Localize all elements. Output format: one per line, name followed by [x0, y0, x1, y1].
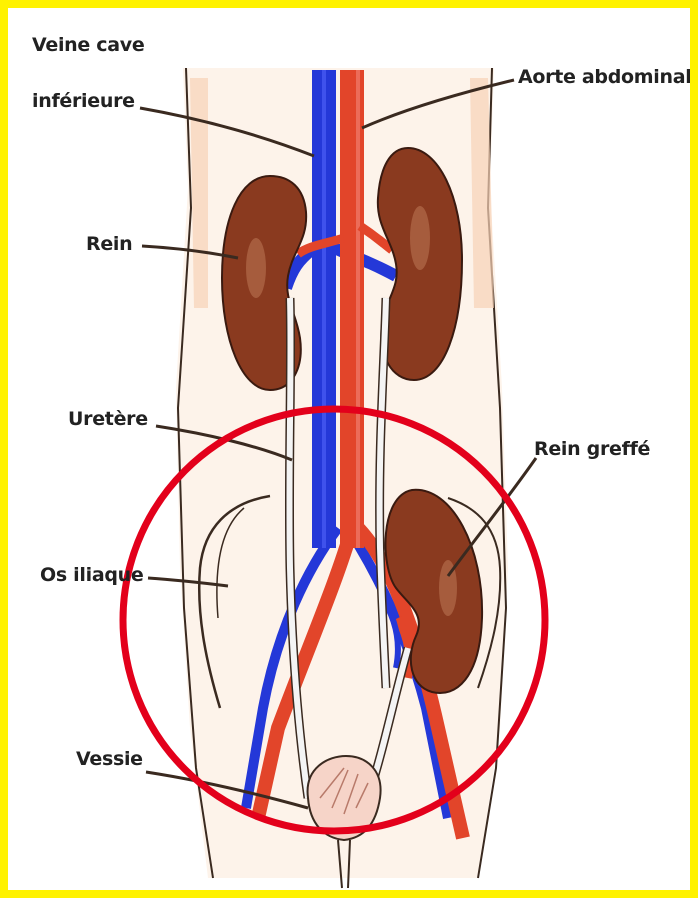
label-vena-cava-line2: inférieure	[32, 90, 135, 112]
label-aorta: Aorte abdominale	[518, 66, 698, 88]
label-vena-cava-line1: Veine cave	[32, 34, 144, 56]
label-kidney: Rein	[86, 233, 132, 255]
label-transplanted-kidney: Rein greffé	[534, 438, 650, 460]
label-ureter: Uretère	[68, 408, 148, 430]
label-iliac-bone: Os iliaque	[40, 564, 143, 586]
label-bladder: Vessie	[76, 748, 143, 770]
